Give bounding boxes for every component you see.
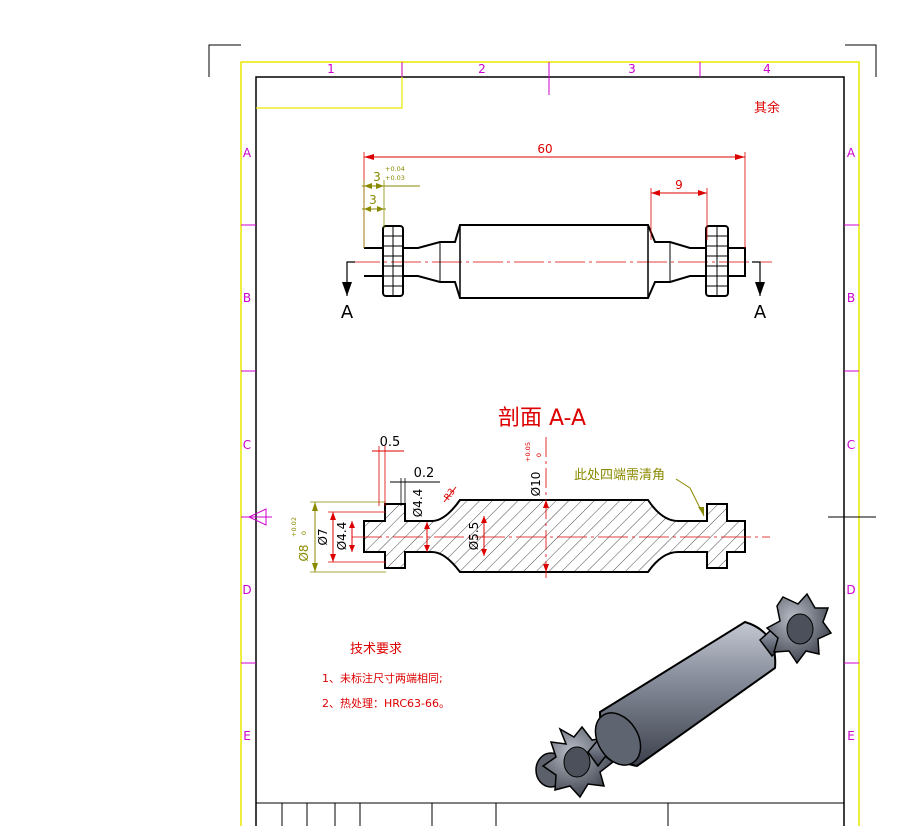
dim-body-tol-lower: 0 <box>535 453 543 457</box>
dim-left-offset: 3 <box>373 170 381 184</box>
dim-right-shoulder: 9 <box>675 178 683 192</box>
front-view <box>342 152 772 299</box>
zone-col-4: 4 <box>763 62 771 76</box>
section-view <box>310 437 770 578</box>
zone-row-c-left: C <box>243 438 251 452</box>
dim-left-flange: 3 <box>369 193 377 207</box>
surface-note: 其余 <box>754 100 780 116</box>
tech-req-item-2: 2、热处理：HRC63-66。 <box>322 697 450 710</box>
callout-note: 此处四端需清角 <box>574 468 665 483</box>
tech-req-heading: 技术要求 <box>350 642 402 657</box>
isometric-shaft-render <box>535 592 833 799</box>
dim-body-dia: Ø10 <box>529 472 543 497</box>
tech-req-item-1: 1、未标注尺寸两端相同; <box>322 671 443 685</box>
dim-neck-dia: Ø4.4 <box>411 489 425 518</box>
dim-inner-dia: Ø4.4 <box>335 522 349 551</box>
dim-groove-width: 0.5 <box>380 435 401 450</box>
zone-row-c-right: C <box>847 438 855 452</box>
zone-col-2: 2 <box>478 62 486 76</box>
zone-row-b-right: B <box>847 291 855 305</box>
zone-row-a-right: A <box>847 146 856 160</box>
zone-row-e-left: E <box>243 729 251 743</box>
dim-left-tol-lower: +0.03 <box>385 174 405 182</box>
dim-outer-tol-lower: 0 <box>300 531 308 535</box>
zone-row-d-left: D <box>242 583 251 597</box>
right-gear-icon <box>765 592 833 665</box>
dim-outer-tol-upper: +0.02 <box>290 517 298 537</box>
dim-total-length: 60 <box>537 142 552 156</box>
section-title: 剖面 A-A <box>498 406 586 431</box>
zone-row-a-left: A <box>243 146 252 160</box>
dim-outer-dia: Ø8 <box>297 544 311 561</box>
dim-inner-bore: Ø5.5 <box>467 522 481 551</box>
zone-row-e-right: E <box>847 729 855 743</box>
dim-left-tol-upper: +0.04 <box>385 165 405 173</box>
zone-row-d-right: D <box>846 583 855 597</box>
section-mark-right: A <box>754 302 767 323</box>
zone-col-3: 3 <box>628 62 636 76</box>
section-mark-left: A <box>341 302 354 323</box>
dim-body-tol-upper: +0.05 <box>524 442 532 462</box>
zone-col-1: 1 <box>327 62 335 76</box>
dim-gap: 0.2 <box>414 466 435 481</box>
dim-flange-dia: Ø7 <box>316 528 330 545</box>
sheet-frame <box>208 44 877 826</box>
zone-row-b-left: B <box>243 291 251 305</box>
